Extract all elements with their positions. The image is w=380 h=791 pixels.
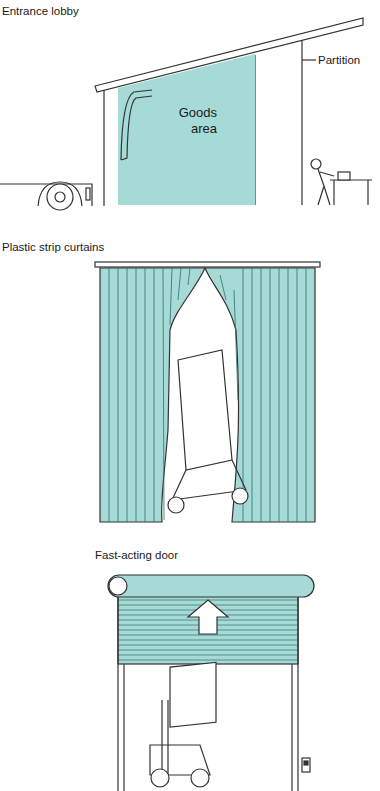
curtain-rail	[95, 262, 320, 267]
truck-wheel	[47, 184, 73, 210]
trolley-wheel	[168, 497, 184, 513]
partition-wall	[301, 40, 302, 205]
roller-end	[109, 577, 127, 595]
door-frame	[291, 664, 292, 791]
up-arrow	[188, 600, 228, 634]
section-heading: Fast-acting door	[95, 548, 178, 562]
trolley-load	[178, 350, 232, 470]
parcel	[338, 172, 350, 180]
curtain-strips	[109, 268, 306, 522]
table-top	[330, 179, 372, 180]
door-illustration	[108, 575, 314, 791]
wheel-hub	[55, 192, 65, 202]
forklift-wheel	[191, 769, 209, 787]
table-leg	[367, 180, 368, 205]
forklift-wheel	[151, 769, 169, 787]
section-heading: Entrance lobby	[2, 4, 79, 18]
goods-area: Goods area	[118, 45, 255, 205]
forklift	[150, 662, 216, 787]
trolley-frame	[172, 470, 186, 500]
section-heading: Plastic strip curtains	[2, 240, 104, 254]
control-button	[304, 761, 308, 765]
trolley-frame	[232, 460, 246, 490]
control-box	[302, 758, 310, 772]
wall-line	[103, 90, 104, 206]
strip-lines	[220, 268, 306, 522]
person-head	[311, 159, 321, 169]
forklift-load	[170, 662, 216, 727]
door-frame	[117, 597, 118, 791]
door-frame	[123, 664, 124, 791]
area-fill	[118, 54, 255, 205]
tail-light	[86, 188, 90, 200]
trolley	[168, 350, 248, 513]
area-shape	[118, 45, 255, 205]
curtain-illustration	[95, 262, 320, 522]
door-slats	[118, 600, 298, 660]
door-frame	[297, 597, 298, 791]
area-label: Goods area	[161, 105, 217, 137]
door-roller	[108, 575, 314, 597]
lobby-illustration	[0, 18, 372, 210]
strip-lines	[109, 268, 190, 522]
table-leg	[333, 180, 334, 205]
person-body	[318, 169, 334, 205]
forklift-body	[150, 700, 210, 775]
trolley-wheel	[232, 488, 248, 504]
part-label: Partition	[318, 53, 360, 67]
door-curtain	[118, 594, 298, 664]
leader-line	[302, 59, 316, 60]
